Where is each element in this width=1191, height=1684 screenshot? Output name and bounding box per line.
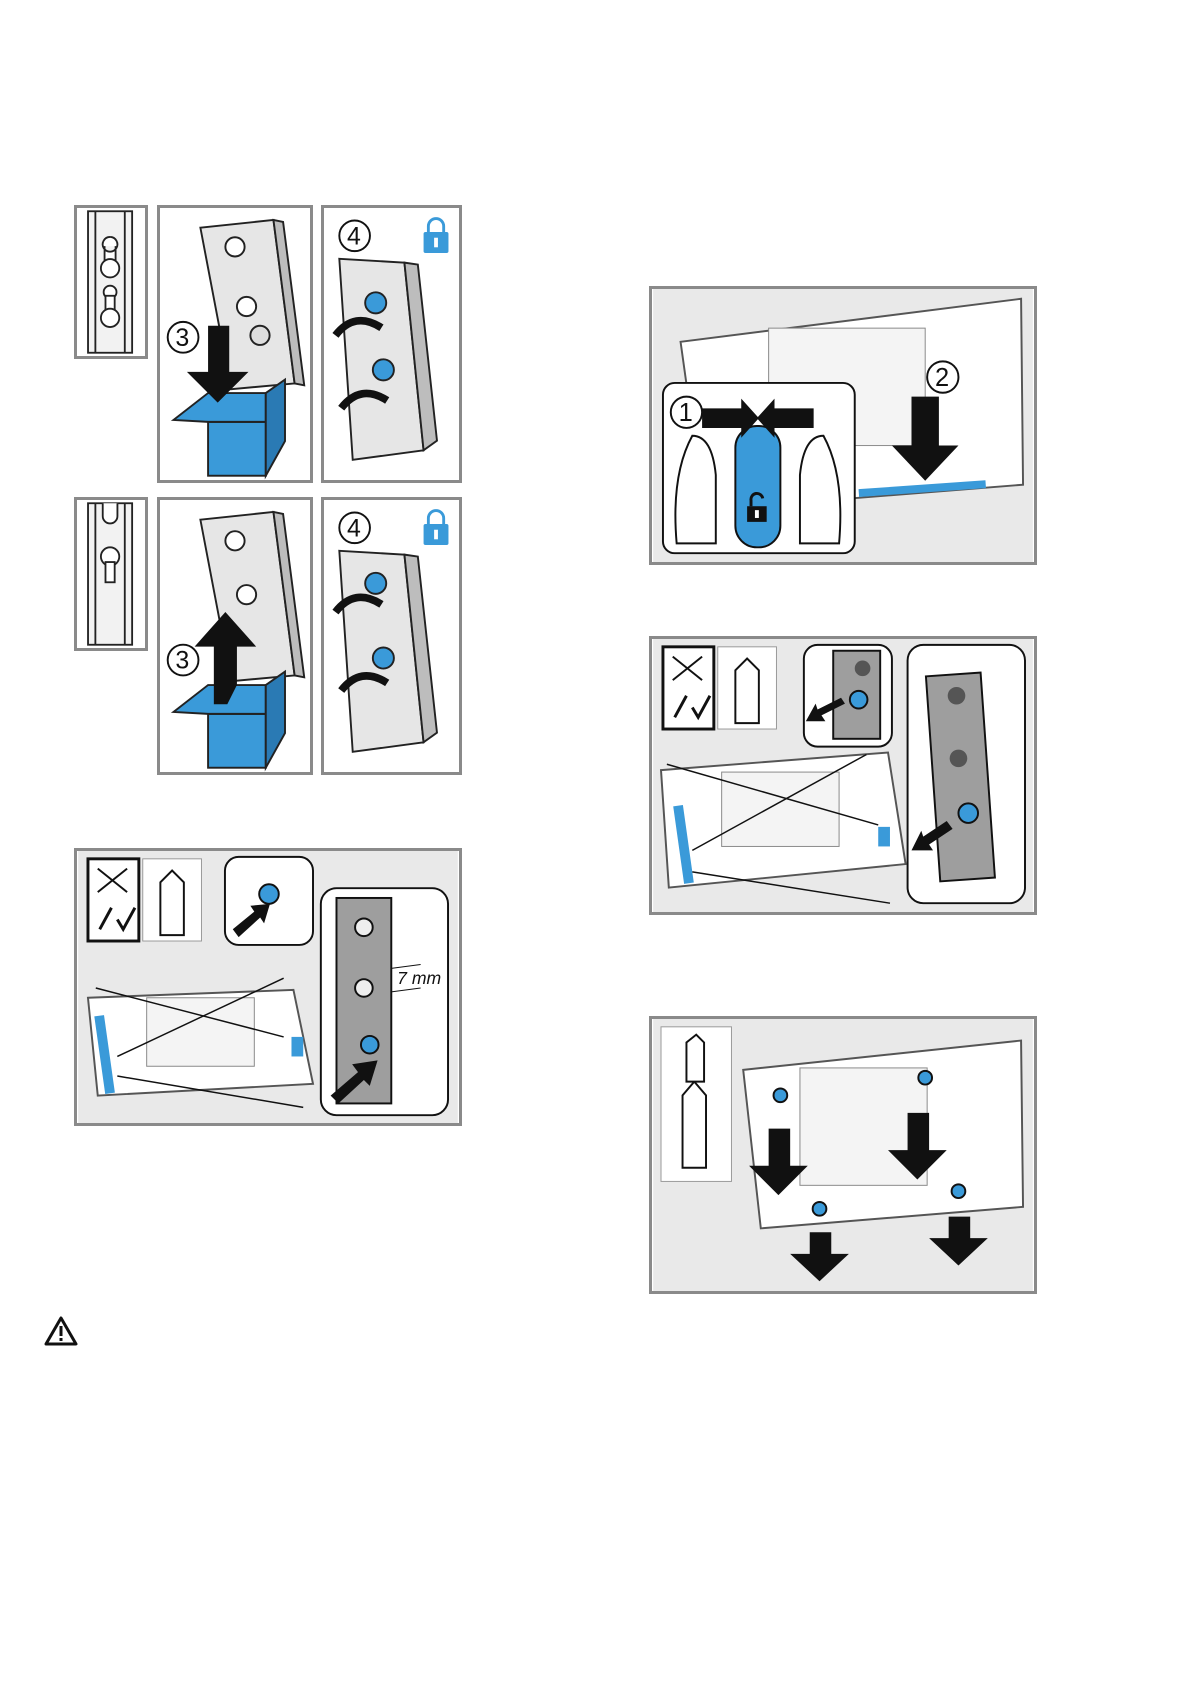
screws-tightened-illustration: 4: [324, 208, 459, 480]
torx-bit-icon: [718, 647, 777, 729]
tool-check-icon: [663, 647, 714, 729]
fig-g-panel: [649, 1016, 1037, 1294]
fig-b-step4-number: 4: [347, 514, 361, 542]
unlock-remove-filter-illustration: 2 1: [652, 289, 1034, 562]
hook-on-down-illustration: 3: [160, 208, 310, 480]
fig-a-step3-panel: 3: [157, 205, 313, 483]
torx-bit-icon: [661, 1027, 731, 1182]
torx-screws-illustration: [652, 1019, 1034, 1291]
hook-on-up-illustration: 3: [160, 500, 310, 772]
fig-c-measure-label: 7 mm: [397, 968, 441, 988]
fig-b-step4-panel: 4: [321, 497, 462, 775]
lock-icon: [424, 511, 449, 545]
rail-slot-panel: [74, 497, 148, 651]
remove-screws-illustration: [652, 639, 1034, 912]
warning-icon: [44, 1316, 78, 1346]
fig-f-panel: [649, 636, 1037, 915]
fig-e-step1-number: 1: [679, 399, 693, 427]
screws-tightened-illustration-2: 4: [324, 500, 459, 772]
rail-keyhole-panel: [74, 205, 148, 359]
fig-b-step3-panel: 3: [157, 497, 313, 775]
fig-e-step2-number: 2: [935, 364, 949, 392]
fig-c-panel: 7 mm: [74, 848, 462, 1126]
slot-rail-illustration: [77, 500, 145, 648]
keyhole-rail-illustration: [77, 208, 145, 356]
mounting-screws-7mm-illustration: 7 mm: [77, 851, 459, 1123]
torx-bit-icon: [143, 859, 202, 941]
fig-a-step4-panel: 4: [321, 205, 462, 483]
fig-b-step3-number: 3: [175, 647, 189, 675]
fig-e-panel: 2 1: [649, 286, 1037, 565]
tool-check-icon: [88, 859, 139, 941]
lock-icon: [424, 219, 449, 253]
fig-a-step3-number: 3: [175, 324, 189, 352]
fig-a-step4-number: 4: [347, 222, 361, 250]
